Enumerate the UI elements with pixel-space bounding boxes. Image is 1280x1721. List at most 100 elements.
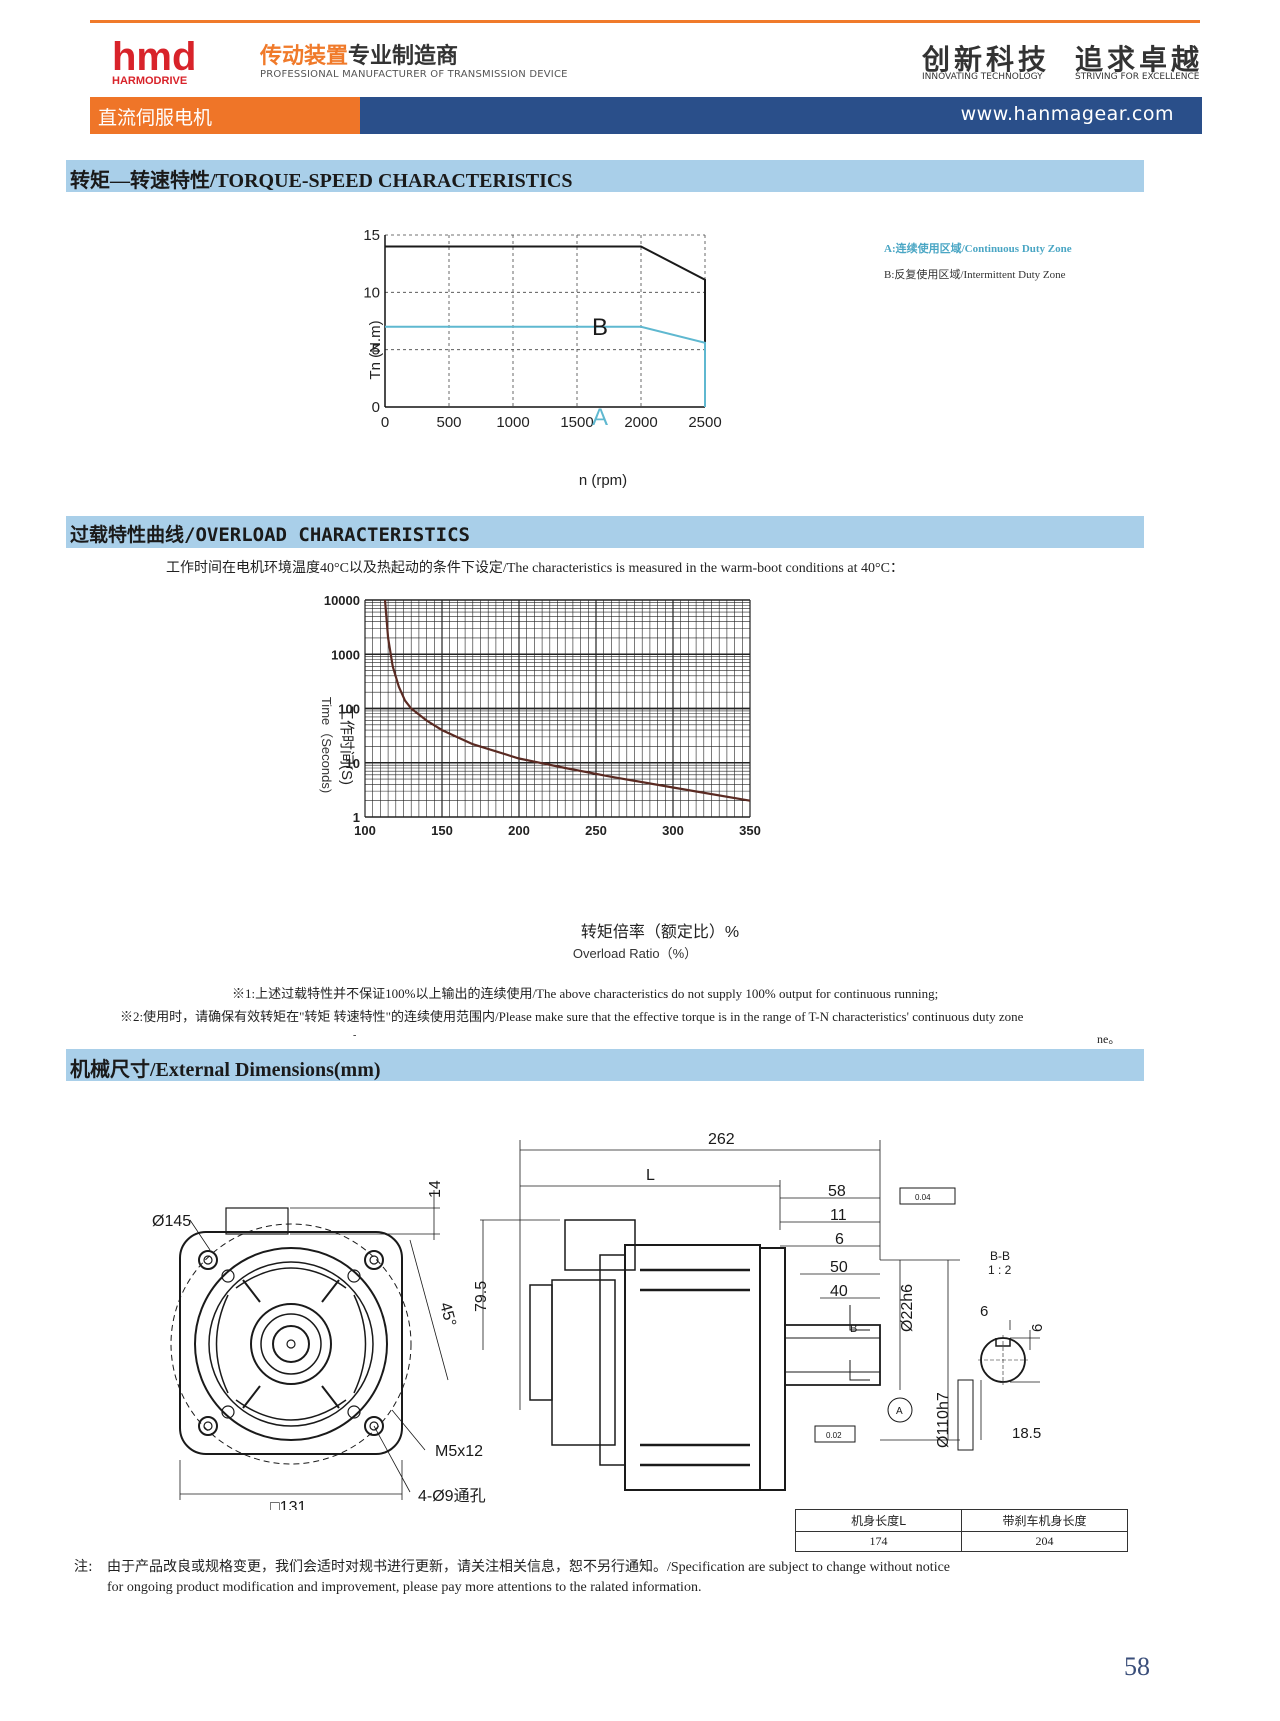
mount-hole bbox=[364, 1250, 384, 1270]
connector-housing bbox=[564, 1219, 636, 1271]
slogan-left: 创新科技 bbox=[922, 43, 1051, 76]
category-bar: 直流伺服电机 bbox=[90, 97, 360, 134]
shaft-circle bbox=[272, 1325, 310, 1363]
section-title: 过载特性曲线/OVERLOAD CHARACTERISTICS bbox=[70, 524, 470, 546]
label-bb: B-B bbox=[990, 1249, 1010, 1263]
zone-label-b: B bbox=[592, 314, 608, 341]
label-m5: M5x12 bbox=[435, 1443, 483, 1460]
overload-note-1: ※1:上述过载特性并不保证100%以上输出的连续使用/The above cha… bbox=[232, 986, 939, 1001]
section-overload: 过载特性曲线/OVERLOAD CHARACTERISTICS bbox=[66, 516, 1144, 548]
label-dia145: Ø145 bbox=[152, 1213, 191, 1230]
bolt-circle bbox=[170, 1223, 412, 1465]
x-tick-label: 350 bbox=[739, 823, 761, 838]
flange-outline bbox=[179, 1231, 403, 1455]
slogan-right-en: STRIVING FOR EXCELLENCE bbox=[1075, 72, 1200, 82]
label-holes: 4-Ø9通孔 bbox=[418, 1487, 486, 1505]
x-tick-label: 150 bbox=[431, 823, 453, 838]
note-dash: - bbox=[353, 1030, 357, 1041]
slogan-right: 追求卓越 bbox=[1075, 43, 1204, 76]
datum-a-circle bbox=[887, 1397, 913, 1423]
tap-hole bbox=[347, 1269, 361, 1283]
chart-grid bbox=[384, 234, 706, 408]
y-tick-label: 10 bbox=[363, 284, 380, 301]
category-label: 直流伺服电机 bbox=[98, 107, 213, 129]
slogan-left-en: INNOVATING TECHNOLOGY bbox=[922, 72, 1043, 82]
y-axis-label: Tn (N.m) bbox=[367, 320, 384, 379]
label-6: 6 bbox=[835, 1231, 844, 1248]
label-45deg: 45° bbox=[436, 1301, 459, 1329]
footer-note-line2: for ongoing product modification and imp… bbox=[107, 1580, 702, 1595]
x-tick-label: 2500 bbox=[688, 414, 721, 431]
section-bb bbox=[978, 1320, 1040, 1440]
x-tick-label: 1500 bbox=[560, 414, 593, 431]
table-cell: 174 bbox=[795, 1531, 962, 1552]
logo-mark: hmd bbox=[112, 36, 196, 79]
inner-ring bbox=[208, 1261, 374, 1427]
logo-subtext: HARMODRIVE bbox=[112, 75, 187, 87]
x-axis-label-cn: 转矩倍率（额定比）% bbox=[581, 923, 739, 941]
label-50: 50 bbox=[830, 1259, 848, 1276]
mount-hole bbox=[364, 1416, 384, 1436]
label-scale: 1 : 2 bbox=[988, 1263, 1012, 1277]
rear-cap bbox=[529, 1284, 553, 1401]
x-axis-label-en: Overload Ratio（%） bbox=[573, 946, 697, 961]
label-shaft: Ø22h6 bbox=[899, 1284, 916, 1332]
x-tick-label: 1000 bbox=[496, 414, 529, 431]
label-tol3: 0.02 bbox=[826, 1431, 842, 1440]
label-262: 262 bbox=[708, 1131, 735, 1148]
website-bar: www.hanmagear.com bbox=[360, 97, 1202, 134]
overload-note-2: ※2:使用时，请确保有效转矩在"转矩 转速特性"的连续使用范围内/Please … bbox=[120, 1009, 1024, 1024]
dimension-drawing: Ø145 14 45° M5x12 4-Ø9通孔 □131 bbox=[152, 1131, 1046, 1510]
table-row: 174 204 bbox=[795, 1531, 1128, 1552]
label-79-5: 79.5 bbox=[473, 1281, 490, 1312]
key-slot bbox=[995, 1338, 1011, 1347]
tagline-en: PROFESSIONAL MANUFACTURER OF TRANSMISSIO… bbox=[260, 69, 568, 80]
website-link[interactable]: www.hanmagear.com bbox=[960, 103, 1174, 125]
shaft-center bbox=[286, 1339, 296, 1349]
tap-hole bbox=[221, 1405, 235, 1419]
hub-inner bbox=[260, 1313, 322, 1375]
fin-block bbox=[599, 1254, 626, 1466]
tap-hole bbox=[221, 1269, 235, 1283]
company-logo: hmd HARMODRIVE bbox=[110, 35, 220, 87]
x-tick-label: 0 bbox=[381, 414, 389, 431]
y-tick-label: 1 bbox=[353, 810, 360, 825]
tolerance-frame bbox=[899, 1187, 956, 1205]
label-18-5: 18.5 bbox=[1012, 1425, 1041, 1442]
label-40: 40 bbox=[830, 1283, 848, 1300]
mount-hole bbox=[198, 1416, 218, 1436]
table-header: 带刹车机身长度 bbox=[961, 1509, 1128, 1532]
dimension-table: 机身长度L 带刹车机身长度 174 204 bbox=[795, 1509, 1128, 1552]
tolerance-frame bbox=[814, 1425, 856, 1443]
label-tol1: 0.04 bbox=[915, 1193, 931, 1202]
overload-subtitle: 工作时间在电机环境温度40°C以及热起动的条件下设定/The character… bbox=[166, 561, 904, 576]
label-11: 11 bbox=[830, 1207, 847, 1224]
footer-note-line1: 由于产品改良或规格变更，我们会适时对规书进行更新，请关注相关信息，恕不另行通知。… bbox=[107, 1560, 951, 1575]
side-view bbox=[480, 1140, 974, 1491]
spokes bbox=[215, 1267, 367, 1421]
front-flange bbox=[759, 1247, 786, 1491]
zone-label-a: A bbox=[592, 404, 608, 431]
y-tick-label: 10000 bbox=[324, 593, 360, 608]
x-axis-label: n (rpm) bbox=[579, 472, 627, 489]
output-shaft bbox=[784, 1324, 881, 1386]
series-line-a bbox=[385, 325, 706, 407]
chart-grid bbox=[364, 599, 751, 818]
x-tick-label: 500 bbox=[436, 414, 461, 431]
spoke-lines bbox=[242, 1279, 340, 1409]
page-number: 58 bbox=[1124, 1652, 1150, 1681]
footer-note-label: 注: bbox=[74, 1559, 93, 1575]
motor-housing bbox=[624, 1244, 761, 1491]
y-axis-label-en: Time（Seconds) bbox=[319, 697, 334, 793]
y-tick-label: 10 bbox=[346, 756, 360, 771]
chart-series bbox=[385, 245, 706, 407]
motor-body-circle bbox=[194, 1247, 388, 1441]
tolerance-frame bbox=[957, 1379, 974, 1451]
label-datum-a: A bbox=[896, 1406, 903, 1417]
legend-intermittent: B:反复使用区域/Intermittent Duty Zone bbox=[884, 269, 1066, 281]
y-tick-label: 5 bbox=[372, 342, 380, 359]
y-axis-label-cn: 工作时间(S) bbox=[338, 705, 355, 785]
connector-box bbox=[225, 1207, 289, 1235]
